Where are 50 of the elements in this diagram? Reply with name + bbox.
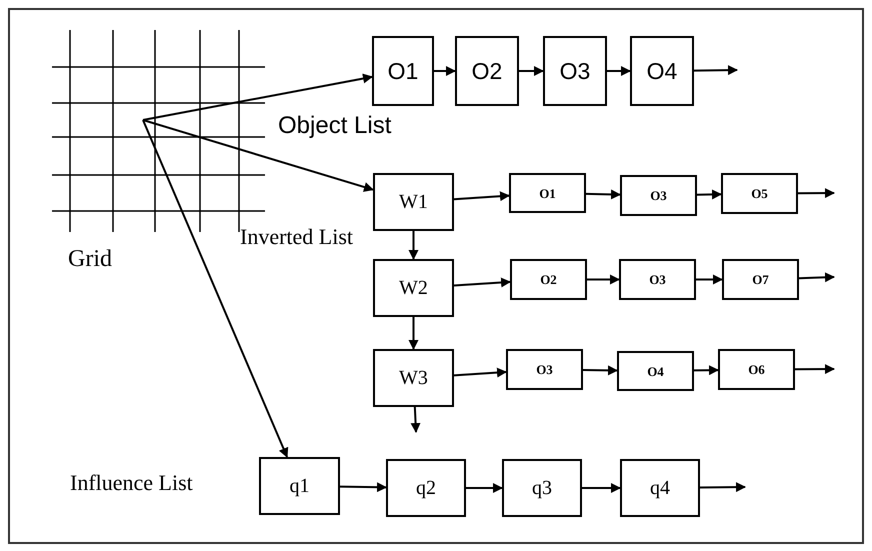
list-node-box: O1 — [372, 36, 434, 106]
arrow — [408, 231, 418, 260]
list-node-box: q1 — [259, 457, 340, 515]
arrow — [142, 119, 374, 192]
arrow — [142, 120, 288, 458]
list-node-box: O1 — [509, 173, 586, 213]
list-node-box: W3 — [373, 349, 454, 407]
list-node-box: q2 — [386, 459, 466, 517]
list-node-box: O7 — [722, 259, 799, 300]
arrow — [694, 65, 738, 76]
arrow — [798, 188, 835, 198]
list-node-box: W1 — [373, 173, 454, 231]
arrow — [454, 368, 507, 378]
list-node-box: O4 — [630, 36, 694, 106]
list-node-box: O2 — [455, 36, 519, 106]
list-node-box: O5 — [721, 173, 798, 214]
arrow — [582, 483, 621, 493]
arrow — [410, 406, 421, 433]
arrow — [434, 66, 456, 76]
list-node-box: O3 — [619, 259, 696, 300]
arrow — [696, 189, 722, 200]
arrow — [798, 272, 835, 282]
arrow — [694, 365, 719, 376]
arrow — [586, 189, 621, 200]
list-label: Object List — [278, 114, 392, 138]
arrow — [466, 483, 503, 493]
grid-label: Grid — [68, 247, 112, 271]
arrow — [795, 364, 835, 374]
arrow — [408, 317, 418, 350]
list-node-box: O3 — [620, 175, 697, 216]
list-node-box: O2 — [510, 259, 587, 300]
arrow — [587, 274, 620, 284]
arrow — [454, 191, 510, 202]
list-node-box: O3 — [543, 36, 607, 106]
list-label: Inverted List — [240, 226, 354, 248]
arrow — [142, 74, 373, 121]
arrow — [519, 66, 544, 76]
list-label: Influence List — [70, 472, 193, 494]
list-node-box: O4 — [617, 351, 694, 391]
list-node-box: q4 — [620, 459, 700, 517]
arrow — [454, 278, 511, 288]
arrow — [696, 274, 723, 284]
list-node-box: q3 — [502, 459, 582, 517]
arrow — [607, 66, 631, 76]
arrow — [340, 482, 387, 492]
list-node-box: W2 — [373, 259, 454, 317]
list-node-box: O3 — [506, 349, 583, 390]
list-node-box: O6 — [718, 349, 795, 390]
arrow — [582, 365, 618, 376]
arrow — [700, 482, 746, 492]
